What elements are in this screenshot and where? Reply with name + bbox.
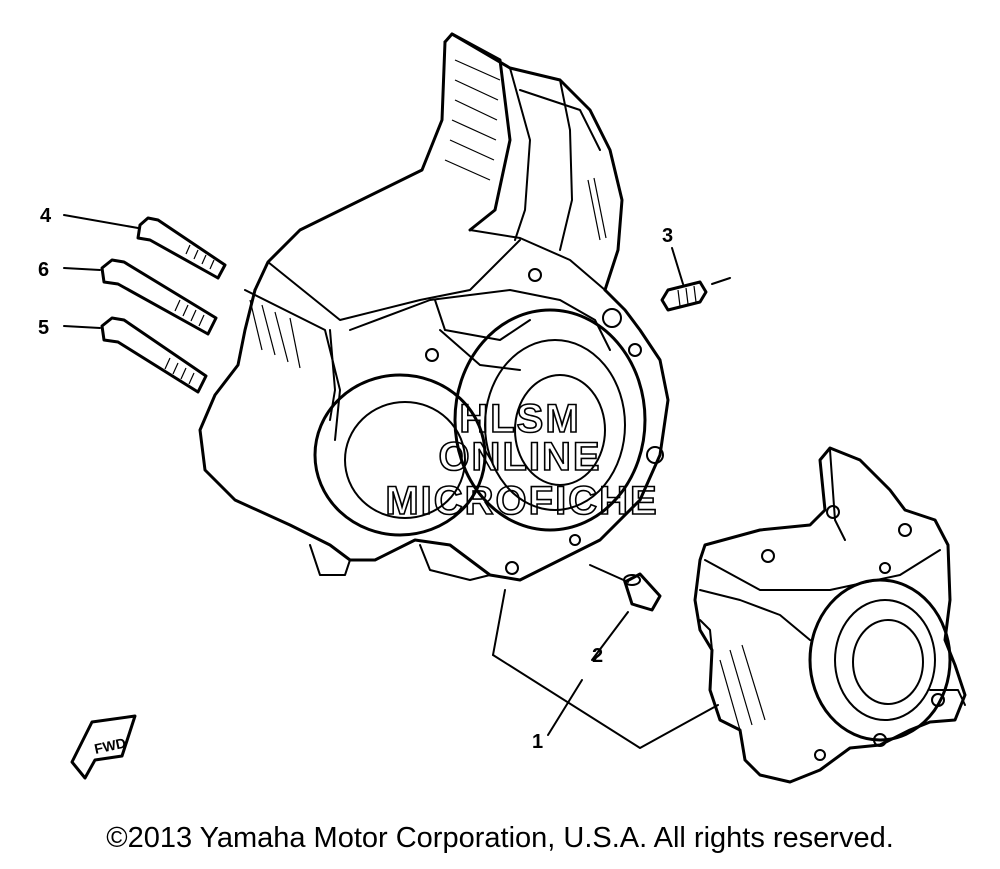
fwd-arrow-icon: FWD: [70, 714, 137, 780]
copyright-notice: ©2013 Yamaha Motor Corporation, U.S.A. A…: [106, 822, 894, 854]
watermark: HLSM ONLINE MICROFICHE: [385, 396, 658, 524]
dowel-pin-2: [623, 572, 662, 612]
callout-1: 1: [532, 731, 543, 753]
watermark-line-2: ONLINE: [438, 435, 601, 479]
stud-3: [660, 277, 731, 312]
callout-4: 4: [40, 205, 52, 227]
crankcase-housing: [198, 32, 670, 582]
bolt-4: [136, 216, 227, 280]
fwd-label: FWD: [93, 735, 128, 757]
watermark-line-3: MICROFICHE: [385, 479, 658, 523]
bolt-6: [100, 258, 218, 336]
callout-6: 6: [38, 259, 49, 281]
callout-2: 2: [592, 645, 603, 667]
gear-housing: [693, 446, 967, 784]
leader-lines: [63, 214, 719, 749]
callout-5: 5: [38, 317, 49, 339]
callout-3: 3: [662, 225, 673, 247]
callout-labels: 4 6 5 3 2 1: [38, 205, 673, 753]
watermark-line-1: HLSM: [459, 397, 580, 441]
bolt-5: [100, 316, 208, 394]
parts-diagram: 4 6 5 3 2 1 FWD HLSM ONLINE MICROFICHE: [38, 32, 967, 784]
